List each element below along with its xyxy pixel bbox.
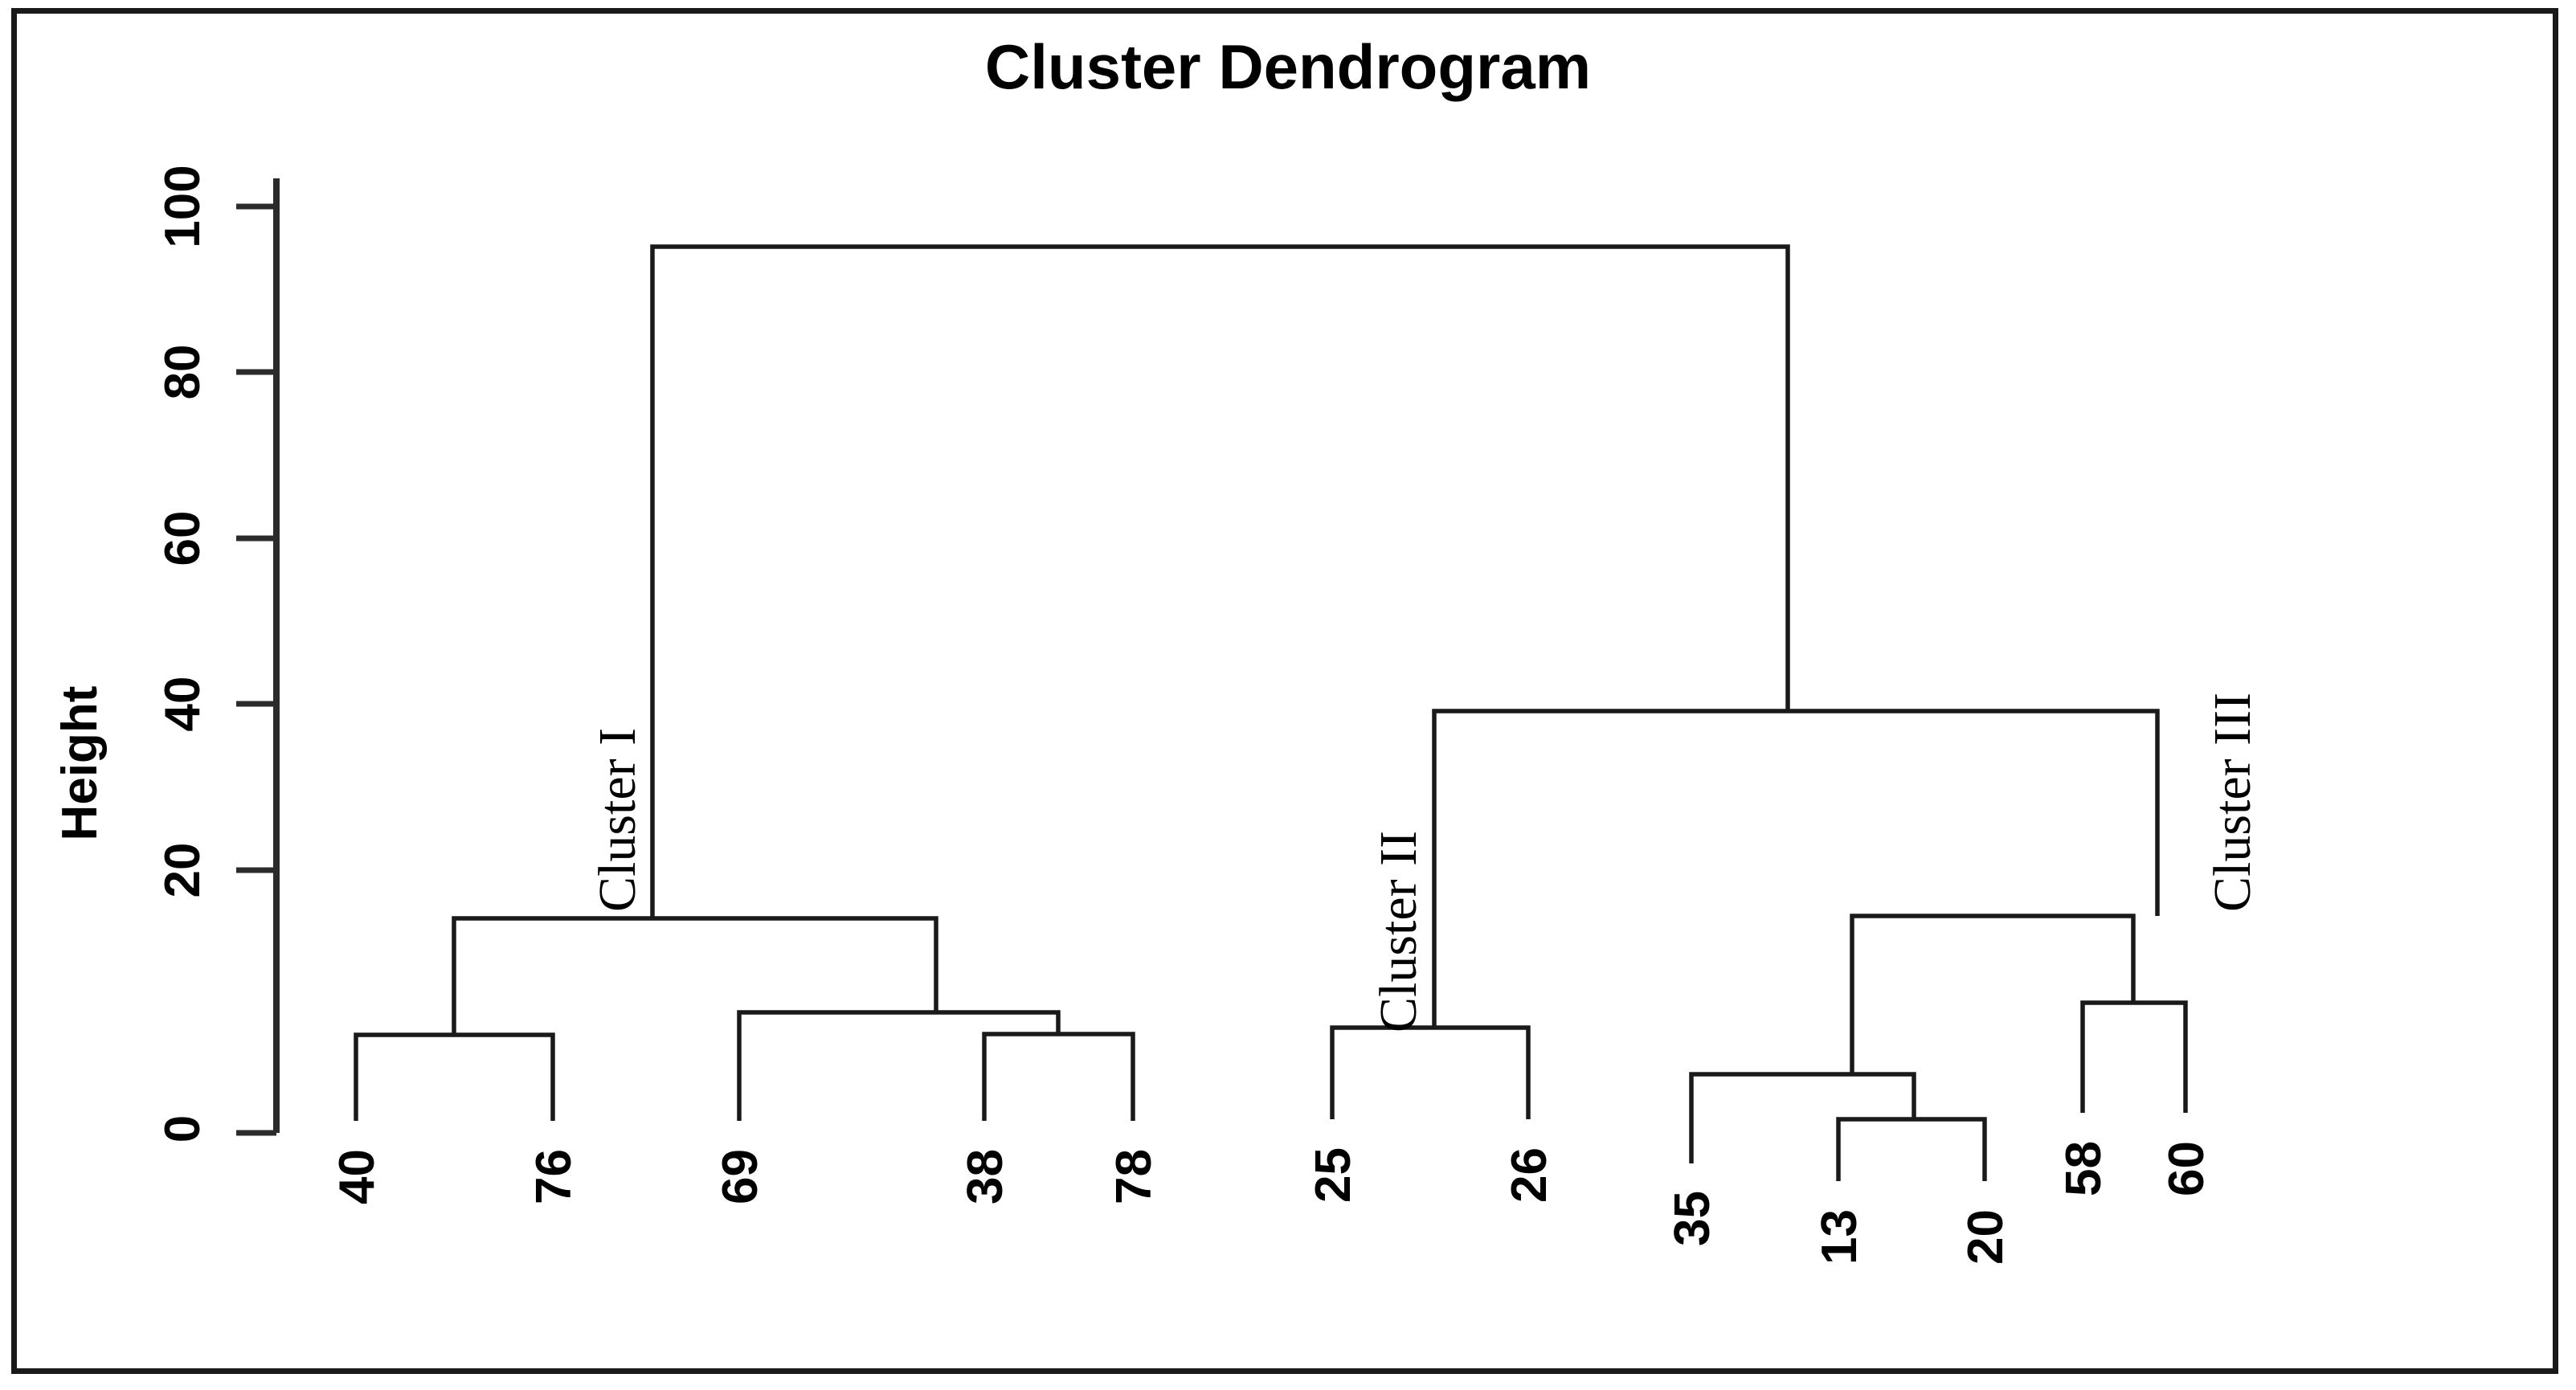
leaf-label-40: 40: [329, 1149, 385, 1204]
y-tick-label-0: 0: [155, 1115, 211, 1143]
leaf-label-20: 20: [1958, 1209, 2014, 1265]
y-axis: 100 80 60 40 20 0 Height: [52, 165, 280, 1143]
leaf-label-58: 58: [2056, 1141, 2112, 1196]
merge-35-13-20: [1689, 1072, 1916, 1163]
leaf-label-35: 35: [1665, 1191, 1720, 1246]
leaf-label-13: 13: [1812, 1209, 1867, 1265]
dendrogram-tree: [354, 244, 2188, 1181]
merge-cluster-1: [452, 916, 938, 1035]
page-title: Cluster Dendrogram: [985, 31, 1591, 102]
merge-58-60: [2080, 1000, 2188, 1113]
annotation-cluster-1: Cluster I: [588, 728, 647, 912]
merge-40-76: [354, 1032, 555, 1121]
annotation-cluster-2: Cluster II: [1369, 831, 1428, 1032]
y-tick-label-40: 40: [155, 677, 211, 732]
leaf-label-78: 78: [1106, 1149, 1162, 1204]
leaf-label-38: 38: [958, 1149, 1013, 1204]
merge-13-20: [1836, 1117, 1987, 1181]
y-tick-label-100: 100: [155, 165, 211, 247]
merge-cluster2-cluster3: [1432, 709, 2160, 1028]
figure-border: [11, 8, 2558, 1374]
cluster-annotations: Cluster I Cluster II Cluster III: [588, 693, 2262, 1032]
leaf-label-26: 26: [1502, 1147, 1557, 1203]
y-tick-label-80: 80: [155, 345, 211, 400]
leaf-label-76: 76: [526, 1149, 582, 1204]
leaf-labels: 40 76 69 38 78 25 26 35 13 20 58 60: [329, 1141, 2214, 1265]
merge-root: [650, 244, 1790, 918]
leaf-label-60: 60: [2159, 1141, 2214, 1196]
leaf-label-69: 69: [713, 1149, 768, 1204]
merge-cluster-3: [1850, 914, 2136, 1074]
y-tick-label-20: 20: [155, 843, 211, 898]
merge-cluster-2: [1330, 1025, 1531, 1119]
y-axis-title: Height: [52, 686, 108, 841]
merge-38-78: [982, 1032, 1135, 1121]
annotation-cluster-3: Cluster III: [2203, 693, 2262, 912]
y-tick-label-60: 60: [155, 511, 211, 566]
merge-69-38-78: [737, 1010, 1061, 1121]
leaf-label-25: 25: [1306, 1147, 1361, 1203]
